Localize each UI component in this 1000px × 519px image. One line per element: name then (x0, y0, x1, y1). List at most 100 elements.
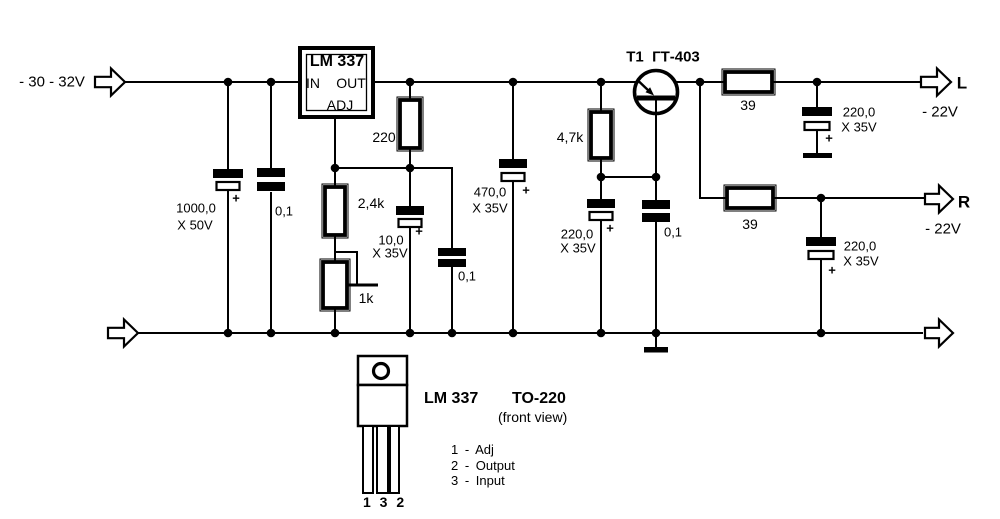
junction-dot (405, 77, 415, 87)
lm337-inner-border (305, 53, 368, 112)
capacitor-10uF-adj (396, 206, 424, 229)
package-pinout-list: 1 - Adj 2 - Output 3 - Input (451, 442, 515, 489)
resistor-39-left (721, 68, 776, 96)
cap-plate (438, 259, 466, 267)
cap-plate-polar (588, 210, 614, 222)
junction-dots (223, 77, 826, 338)
c-reg-out-value: 470,0 (473, 184, 507, 200)
ground-bar-left-cap (803, 153, 832, 158)
resistor-body (398, 98, 422, 150)
junction-dot (508, 328, 518, 338)
output-right-label: R (957, 192, 971, 212)
capacitor-0u1-adj (438, 248, 466, 267)
to220-leg-2 (389, 425, 400, 494)
r39-right-value: 39 (742, 216, 758, 232)
resistor-outline (321, 183, 349, 239)
lm337-pin-in-label: IN (306, 75, 320, 91)
package-case-label: TO-220 (512, 390, 566, 407)
transistor-designator: Т1 ГТ-403 (626, 48, 700, 66)
c-out-left-rating: X 35V (841, 119, 877, 135)
c-out-left-plus-sign: + (825, 130, 833, 146)
c-base-plus-sign: + (606, 220, 614, 236)
c-adj-plus-sign: + (415, 223, 423, 239)
capacitor-220uF-left (802, 107, 832, 132)
junction-dot (405, 163, 415, 173)
junction-dot (596, 172, 606, 182)
c-reg-out-plus-sign: + (522, 182, 530, 198)
junction-dot (330, 328, 340, 338)
output-arrow-right (923, 182, 955, 216)
output-arrow-left (919, 65, 953, 99)
c-bulk-rating: X 50V (177, 217, 213, 233)
junction-dot (816, 328, 826, 338)
resistor-body (725, 186, 775, 210)
package-name-label: LM 337 (424, 390, 479, 407)
resistor-4k7 (587, 108, 615, 162)
junction-dot (330, 163, 340, 173)
lm337-regulator-box (298, 46, 375, 119)
lm337-outer-border (298, 46, 375, 119)
capacitor-220uF-base (587, 199, 615, 222)
junction-dot (508, 77, 518, 87)
lm337-name-label: LM 337 (309, 53, 365, 70)
input-arrow-bottom (106, 316, 140, 350)
cap-plate (587, 199, 615, 208)
trimmer-1k (319, 258, 378, 312)
pinout-item-input: 3 - Input (451, 473, 505, 488)
resistor-2k4 (321, 183, 349, 239)
capacitor-0u1-input (257, 168, 285, 191)
junction-dot (695, 77, 705, 87)
cap-plate-polar (500, 171, 526, 183)
r1k-value: 1k (358, 290, 374, 306)
cap-plate (438, 248, 466, 256)
cap-plate (806, 237, 836, 246)
junction-dot (812, 77, 822, 87)
junction-dot (223, 328, 233, 338)
junction-dot (266, 77, 276, 87)
c-out-right-plus-sign: + (828, 262, 836, 278)
junction-dot (266, 328, 276, 338)
to220-leg-1 (362, 425, 374, 494)
output-left-voltage: - 22V (922, 103, 958, 121)
pinout-item-adj: 1 - Adj (451, 442, 494, 457)
junction-dot (405, 328, 415, 338)
junction-dot (447, 328, 457, 338)
cap-plate (257, 168, 285, 177)
input-voltage-label: - 30 - 32V (19, 73, 85, 91)
ground-bar-main (644, 347, 668, 353)
cap-plate (257, 182, 285, 191)
c-bulk-value: 1000,0 (176, 200, 216, 216)
cap-plate (499, 159, 527, 168)
cap-plate-polar (215, 180, 241, 192)
cap-plate (396, 206, 424, 215)
junction-dot (651, 172, 661, 182)
resistor-outline (721, 68, 776, 96)
package-view-label: (front view) (498, 409, 568, 425)
resistor-body (589, 110, 613, 160)
input-arrow-top (93, 65, 127, 99)
cap-plate (642, 213, 670, 222)
junction-dot (596, 77, 606, 87)
c-adj-value: 10,0 (378, 232, 404, 248)
c-film-base-value: 0,1 (663, 224, 683, 240)
c-adj-rating: X 35V (372, 245, 408, 261)
cap-plate-polar (807, 249, 835, 261)
resistor-body (723, 70, 774, 94)
r2k4-value: 2,4k (357, 195, 385, 211)
c-reg-out-rating: X 35V (472, 200, 508, 216)
wire-segment (335, 167, 453, 248)
wire-segment (335, 251, 358, 285)
capacitor-1000uF (213, 169, 243, 192)
cap-plate-polar (397, 217, 423, 229)
r39-left-value: 39 (740, 97, 756, 113)
to220-leg-3 (376, 425, 389, 494)
pinout-item-output: 2 - Output (451, 457, 515, 473)
cap-plate (642, 200, 670, 209)
resistor-outline (396, 96, 424, 152)
to220-body (356, 383, 409, 428)
c-base-value: 220,0 (560, 226, 594, 242)
lm337-pin-adj-label: ADJ (326, 97, 354, 113)
resistor-outline (587, 108, 615, 162)
cap-plate (213, 169, 243, 178)
